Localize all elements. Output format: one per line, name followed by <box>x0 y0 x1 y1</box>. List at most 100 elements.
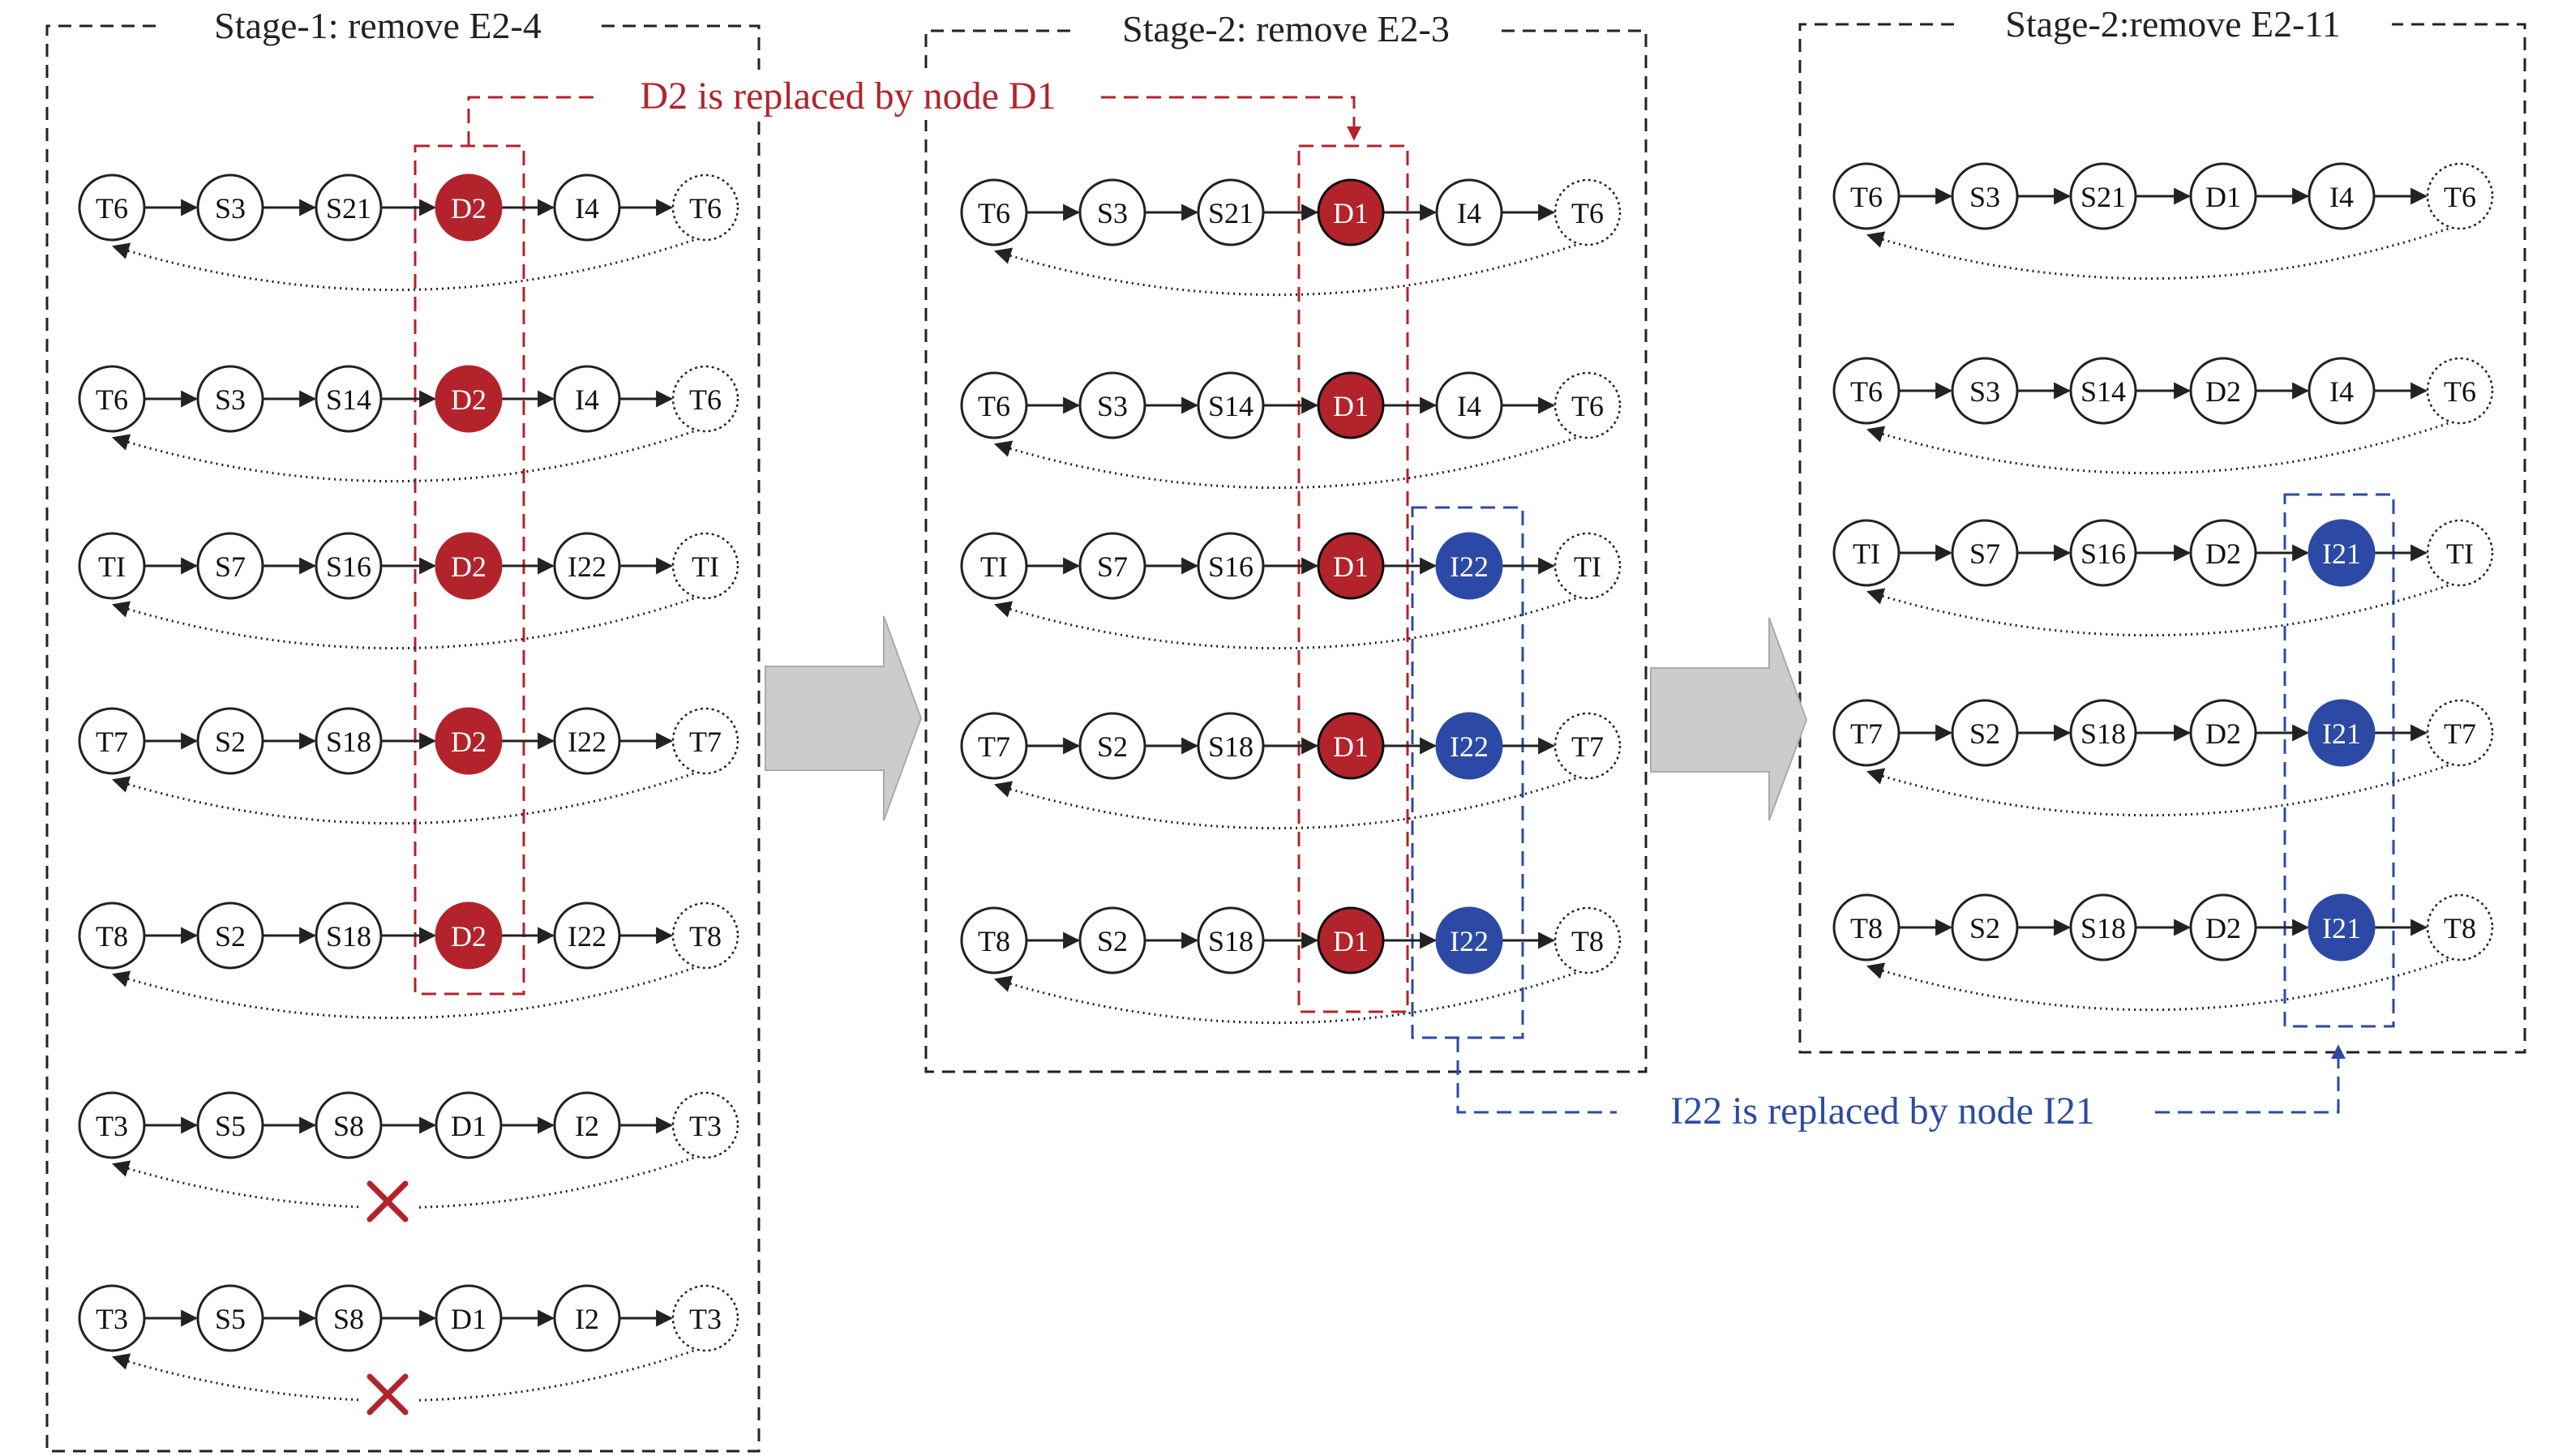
node-circle <box>960 178 1028 246</box>
node-label: T8 <box>689 920 722 953</box>
chain-node: S3 <box>1078 371 1146 439</box>
chain-node: D1 <box>1317 178 1385 246</box>
node-label: T6 <box>1571 390 1604 422</box>
chain-node: TI <box>2426 519 2494 587</box>
node-circle <box>960 906 1028 974</box>
stage-1-border <box>45 24 761 1453</box>
node-label: S14 <box>326 383 371 416</box>
chain-node: I21 <box>2308 519 2376 587</box>
node-label: T6 <box>978 390 1010 422</box>
node-label: D2 <box>451 383 486 416</box>
node-label: S3 <box>1969 181 2000 213</box>
node-circle <box>1078 906 1146 974</box>
chain-node: D2 <box>435 901 503 970</box>
node-circle <box>671 532 739 600</box>
return-edge <box>111 1154 700 1210</box>
node-label: I22 <box>1450 550 1489 583</box>
chain-node: S16 <box>2069 519 2137 587</box>
node-circle <box>671 901 739 970</box>
node-circle <box>1951 699 2019 767</box>
node-label: T6 <box>978 197 1010 229</box>
node-label: T7 <box>1571 730 1604 763</box>
node-label: S3 <box>1097 390 1128 422</box>
node-circle <box>1197 906 1265 974</box>
chain-node: D2 <box>2189 699 2257 767</box>
chain-node: S8 <box>315 1284 383 1352</box>
node-circle <box>1317 906 1385 974</box>
node-circle <box>315 173 383 242</box>
chain-node: I22 <box>1435 712 1503 780</box>
chain-node: I21 <box>2308 699 2376 767</box>
node-circle <box>1553 532 1622 600</box>
node-label: S18 <box>1208 925 1253 957</box>
node-circle <box>671 173 739 242</box>
node-circle <box>435 901 503 970</box>
chain-node: T6 <box>960 178 1028 246</box>
node-circle <box>315 532 383 600</box>
node-label: D1 <box>1333 390 1369 422</box>
chain-node: I4 <box>2308 357 2376 425</box>
blue-highlight-box-stage-3 <box>2283 493 2395 1028</box>
node-circle <box>435 1284 503 1352</box>
node-label: T6 <box>96 383 128 416</box>
node-circle <box>1197 371 1265 439</box>
chain-node: S2 <box>1078 906 1146 974</box>
chain-node: T6 <box>1553 371 1622 439</box>
chain-node: T3 <box>78 1284 146 1352</box>
node-circle <box>671 365 739 433</box>
node-label: S18 <box>326 726 371 758</box>
chain-node: I4 <box>2308 162 2376 230</box>
chain-node: T7 <box>1553 712 1622 780</box>
chain-node: D2 <box>2189 357 2257 425</box>
node-circle <box>435 1091 503 1159</box>
node-label: I22 <box>568 726 606 758</box>
node-circle <box>2308 162 2376 230</box>
node-label: T6 <box>96 192 128 225</box>
node-label: I22 <box>568 550 606 583</box>
node-circle <box>1435 532 1503 600</box>
node-label: D1 <box>2205 181 2241 213</box>
node-circle <box>196 365 264 433</box>
removed-cross-icon <box>358 1180 417 1223</box>
node-circle <box>553 1091 621 1159</box>
return-edge <box>993 242 1582 297</box>
chain-node: T7 <box>2426 699 2494 767</box>
node-label: T6 <box>2444 375 2476 408</box>
chain-node: S16 <box>1197 532 1265 600</box>
node-circle <box>960 532 1028 600</box>
node-label: T7 <box>978 730 1010 763</box>
chain-node: I2 <box>553 1284 621 1352</box>
chain-node: I2 <box>553 1091 621 1159</box>
node-circle <box>1832 699 1901 767</box>
chain-node: TI <box>1553 532 1622 600</box>
return-edge <box>993 970 1582 1025</box>
chain-node: S18 <box>1197 906 1265 974</box>
chain-node: T8 <box>1832 893 1901 961</box>
node-label: T8 <box>96 920 128 953</box>
return-edge <box>1866 957 2454 1012</box>
node-circle <box>2308 357 2376 425</box>
node-circle <box>2189 162 2257 230</box>
i22-replacement-label-bg <box>1617 1085 2149 1137</box>
node-circle <box>671 1091 739 1159</box>
chain-node: I22 <box>553 707 621 775</box>
chain-node: I4 <box>1435 178 1503 246</box>
node-label: S3 <box>1097 197 1128 229</box>
node-label: S5 <box>215 1110 246 1142</box>
node-circle <box>2069 519 2137 587</box>
node-circle <box>315 365 383 433</box>
node-label: T3 <box>96 1303 128 1335</box>
node-circle <box>960 712 1028 780</box>
node-circle <box>1832 893 1901 961</box>
chain-node: T6 <box>1832 357 1901 425</box>
chain-node: T3 <box>671 1091 739 1159</box>
chain-node: T3 <box>671 1284 739 1352</box>
node-label: D1 <box>1333 730 1369 763</box>
